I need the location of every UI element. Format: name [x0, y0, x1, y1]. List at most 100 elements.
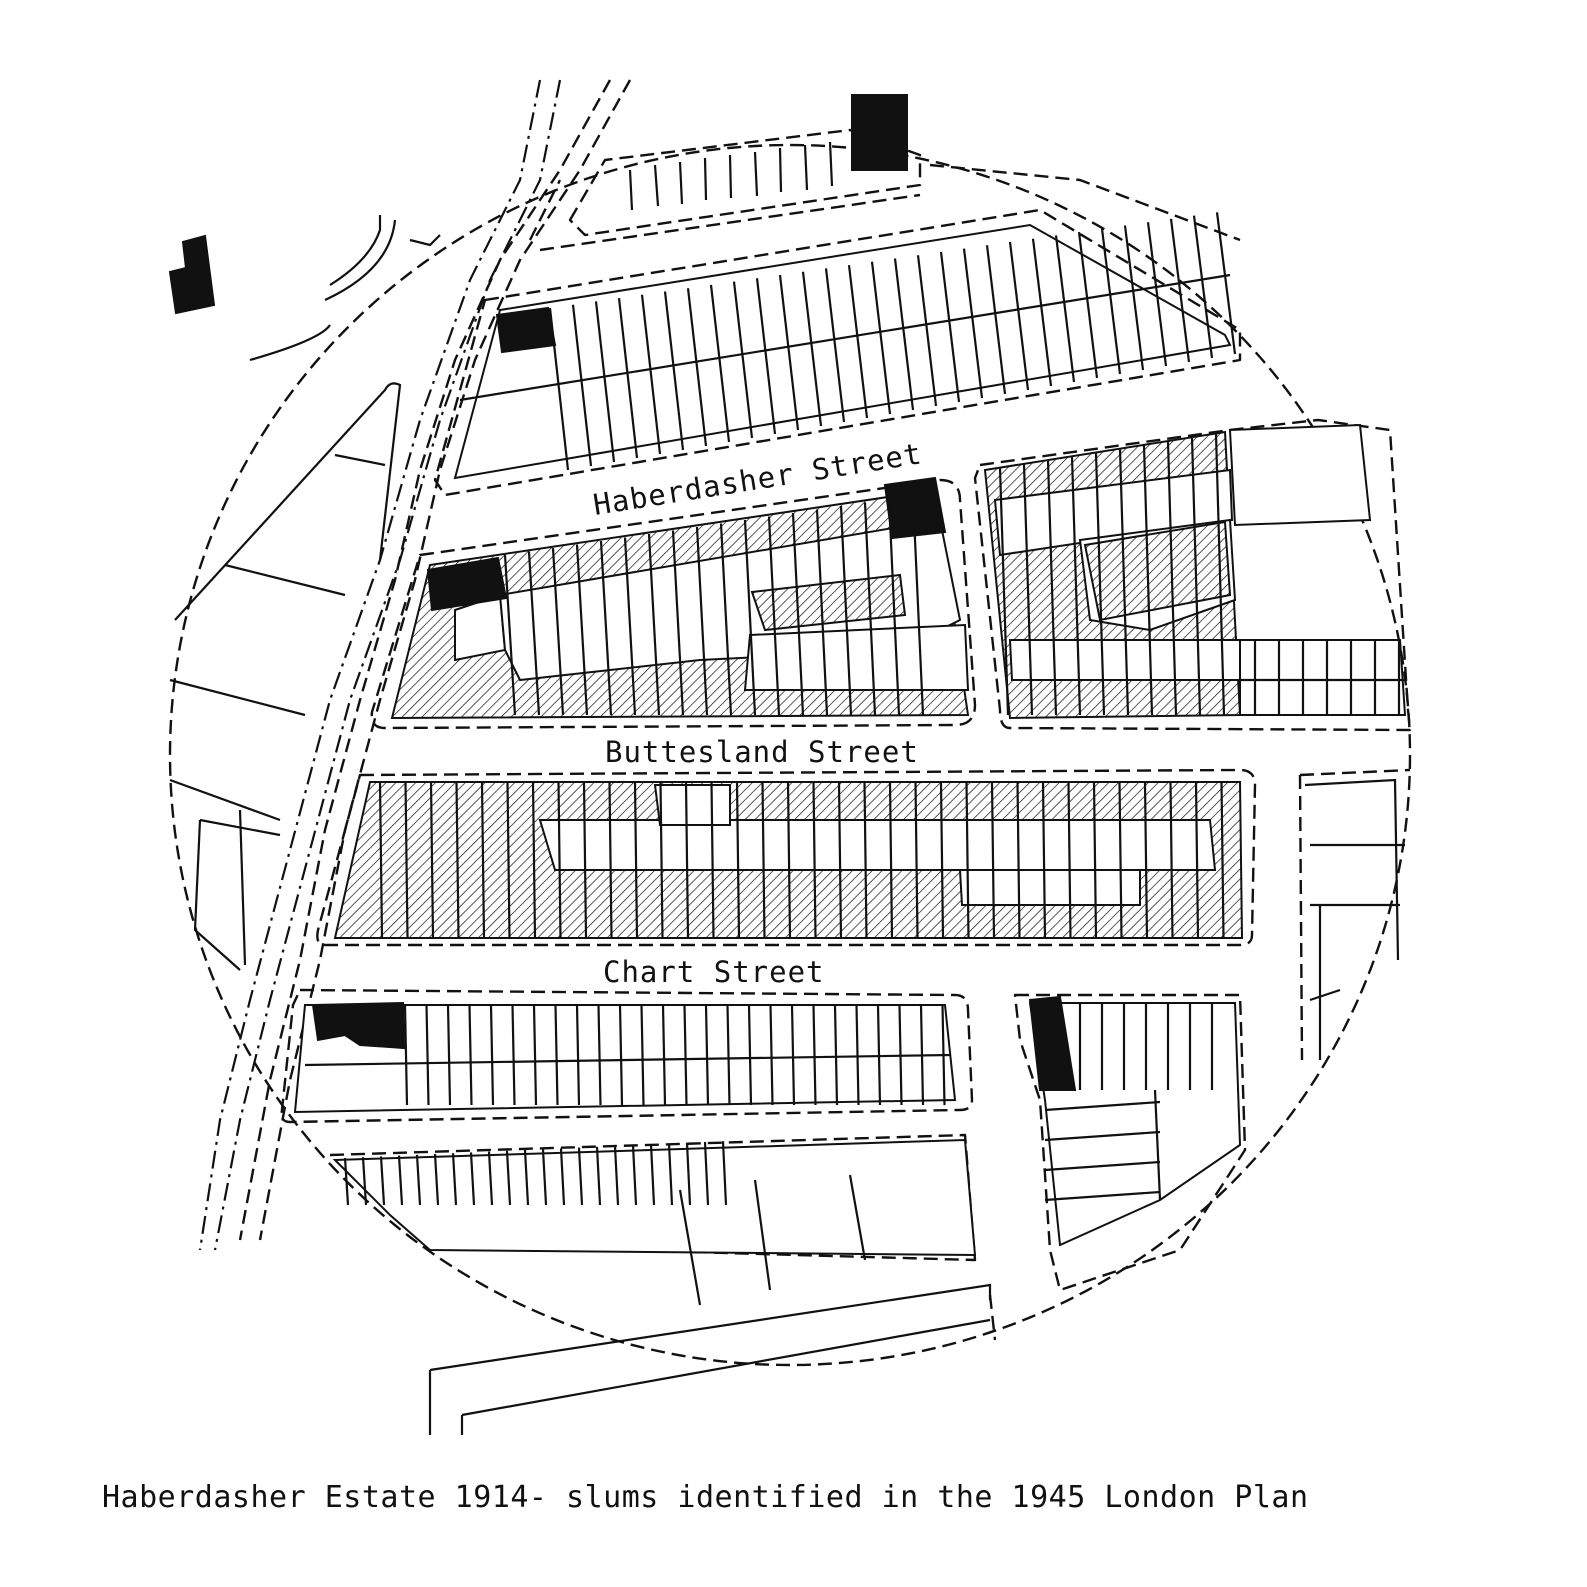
plot-division — [790, 1004, 796, 1106]
plot-division — [887, 498, 901, 716]
plot-division — [710, 781, 715, 939]
plot-division — [888, 781, 894, 939]
plot-division — [911, 495, 925, 716]
plot-division — [683, 1004, 688, 1106]
plot-division — [837, 781, 843, 939]
street-label-chart: Chart Street — [603, 955, 825, 989]
plot-division — [812, 781, 817, 939]
plot-division — [704, 1004, 710, 1106]
chart-south-block — [280, 988, 974, 1124]
plot-division — [671, 530, 685, 716]
plot-division — [998, 467, 1010, 716]
plot-division — [1044, 1100, 1161, 1112]
plot-division — [557, 781, 562, 939]
building-solid — [168, 234, 216, 315]
plot-division — [661, 1004, 667, 1106]
plot-division — [1031, 238, 1053, 387]
plot-division — [1153, 1089, 1162, 1201]
plot-division — [575, 1004, 581, 1106]
plot-division — [855, 1004, 860, 1106]
chart-north-block — [316, 768, 1257, 947]
plot-division — [1214, 433, 1226, 716]
buttesland-north-block — [370, 476, 977, 730]
plot-division — [815, 509, 829, 716]
plot-division — [468, 1004, 473, 1106]
plot-division — [761, 781, 766, 939]
plot-division — [575, 544, 589, 716]
plot-division — [487, 1151, 494, 1206]
plot-division — [1118, 448, 1130, 716]
plot-division — [1146, 222, 1168, 367]
plot-division — [721, 1141, 728, 1206]
plot-division — [747, 1004, 753, 1106]
plot-division — [1070, 456, 1082, 716]
plot-division — [1100, 228, 1122, 375]
plot-division — [541, 1149, 548, 1206]
plot-division — [939, 781, 945, 939]
plot-division — [594, 301, 616, 463]
diagonal-roads — [198, 79, 632, 1251]
plot-division — [548, 307, 570, 471]
plot-division — [403, 1004, 409, 1106]
plot-division — [577, 1147, 584, 1206]
plot-division — [791, 512, 805, 716]
plot-division — [633, 781, 639, 939]
plot-division — [531, 781, 537, 939]
plot-division — [523, 1149, 530, 1206]
plot-division — [824, 268, 846, 423]
plot-division — [732, 281, 754, 439]
plot-division — [451, 1153, 458, 1206]
plot-division — [1123, 225, 1145, 371]
plot-division — [613, 1145, 620, 1206]
plot-division — [455, 781, 460, 939]
plot-division — [1077, 231, 1099, 379]
plot-division — [965, 781, 970, 939]
plot-division — [532, 1004, 538, 1106]
plot-division — [1054, 235, 1076, 383]
haberdasher-north-block — [433, 208, 1242, 497]
plot-division — [505, 1150, 512, 1206]
plot-division — [962, 248, 984, 399]
plot-division — [595, 1146, 602, 1206]
plot-division — [1220, 781, 1225, 939]
plot-division — [647, 533, 661, 716]
plot-division — [876, 1004, 882, 1106]
plot-division — [663, 291, 685, 451]
plot-division — [415, 1154, 422, 1206]
plot-division — [1008, 241, 1030, 391]
plot-division — [893, 258, 915, 411]
plot-division — [863, 502, 877, 716]
plot-division — [617, 297, 639, 459]
plot-division — [659, 781, 664, 939]
plot-division — [786, 781, 792, 939]
plot-division — [1190, 437, 1202, 716]
plot-division — [1094, 452, 1106, 716]
plot-division — [469, 1152, 476, 1206]
plot-division — [446, 1004, 452, 1106]
plot-division — [571, 304, 593, 467]
plot-division — [551, 547, 565, 716]
plot-division — [1118, 781, 1123, 939]
plot-division — [1044, 1160, 1161, 1172]
plot-division — [990, 781, 996, 939]
plot-division — [640, 1004, 645, 1106]
plot-division — [599, 540, 613, 716]
plot-division — [425, 1004, 430, 1106]
east-block — [973, 418, 1412, 732]
plot-division — [503, 554, 517, 716]
plot-division — [511, 1004, 516, 1106]
plot-division — [397, 1155, 404, 1206]
plot-division — [1067, 781, 1072, 939]
plot-division — [695, 526, 709, 716]
plot-division — [767, 516, 781, 716]
east-fields — [1298, 768, 1411, 1061]
plot-division — [686, 288, 708, 447]
plot-division — [1046, 460, 1058, 716]
plot-division — [304, 1053, 951, 1067]
plot-division — [839, 505, 853, 716]
plot-division — [459, 273, 1231, 402]
plot-division — [863, 781, 868, 939]
plot-division — [582, 781, 588, 939]
plot-division — [1143, 781, 1149, 939]
